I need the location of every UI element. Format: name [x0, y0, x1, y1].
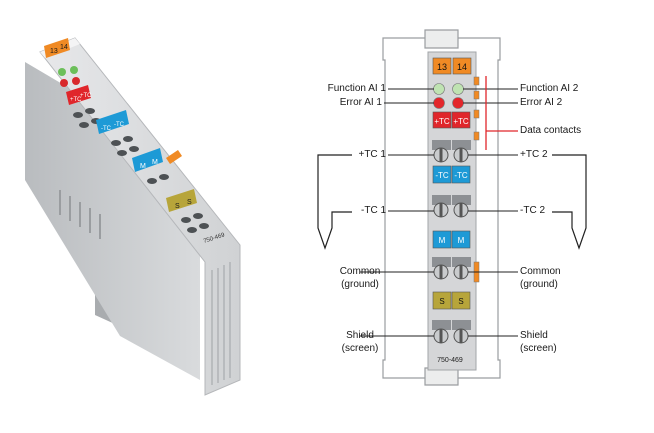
block-plus-tc-2-label: +TC: [453, 117, 469, 126]
label-common-right-2: (ground): [520, 279, 558, 290]
block-shield-1-label: S: [439, 297, 444, 306]
block-plus-tc-1-label: +TC: [434, 117, 450, 126]
product-photo: 13 14 +TC +TC -TC -TC M M S S: [25, 37, 241, 396]
svg-text:-TC: -TC: [101, 126, 112, 132]
svg-text:S: S: [175, 203, 180, 210]
block-common-2: [451, 230, 471, 249]
housing-side: [25, 62, 200, 380]
label-error-ai1: Error AI 1: [339, 97, 382, 108]
thermocouple-symbol-2: [552, 154, 587, 250]
label-plus-tc1: +TC 1: [358, 149, 386, 160]
svg-text:+TC: +TC: [70, 97, 82, 103]
terminal-14-tag: [452, 57, 472, 75]
clamp-row-2: [432, 195, 471, 218]
photo-tag-minus-tc: -TC -TC: [96, 110, 129, 134]
photo-led-function-1: [58, 68, 66, 76]
label-common-right-1: Common: [520, 266, 561, 277]
clamp-row-1: [432, 140, 471, 163]
block-common-1: [432, 230, 452, 249]
svg-text:-TC: -TC: [114, 122, 125, 128]
label-shield-right-2: (screen): [520, 343, 557, 354]
block-shield-1: [432, 291, 452, 310]
terminal-schematic: 13 14 +TC +TC -TC -TC M M S S: [317, 29, 587, 386]
label-common-left-1: Common: [339, 266, 381, 277]
label-data-contacts: Data contacts: [520, 125, 582, 136]
svg-text:M: M: [140, 163, 146, 170]
block-minus-tc-1: [432, 165, 452, 184]
label-minus-tc2: -TC 2: [520, 205, 545, 216]
photo-tag-common: M M: [132, 148, 163, 172]
schematic-model-label: 750-469: [437, 357, 463, 364]
photo-tag-shield: S S: [166, 189, 197, 212]
label-shield-left-2: (screen): [341, 343, 379, 354]
photo-tag-plus-tc: +TC +TC: [66, 85, 92, 105]
svg-text:S: S: [187, 199, 192, 206]
label-common-left-2: (ground): [341, 279, 379, 290]
block-minus-tc-1-label: -TC: [435, 171, 449, 180]
photo-led-function-2: [70, 66, 78, 74]
block-shield-2: [451, 291, 471, 310]
svg-text:M: M: [152, 159, 158, 166]
block-plus-tc-1: [432, 111, 452, 129]
photo-terminal-14: 14: [60, 44, 68, 51]
terminal-13-label: 13: [437, 62, 447, 72]
led-function-ai2: [452, 83, 464, 95]
label-function-ai2: Function AI 2: [520, 83, 579, 94]
thermocouple-symbol-1: [317, 154, 352, 250]
led-error-ai1: [433, 97, 445, 109]
label-function-ai1: Function AI 1: [327, 83, 386, 94]
label-minus-tc1: -TC 1: [361, 205, 386, 216]
led-error-ai2: [452, 97, 464, 109]
data-contacts-bracket: [485, 76, 518, 150]
photo-led-error-2: [72, 77, 80, 85]
label-plus-tc2: +TC 2: [520, 149, 548, 160]
photo-led-error-1: [60, 79, 68, 87]
block-minus-tc-2: [451, 165, 471, 184]
label-shield-right-1: Shield: [520, 330, 548, 341]
block-shield-2-label: S: [458, 297, 463, 306]
block-minus-tc-2-label: -TC: [454, 171, 468, 180]
clamp-row-4: [432, 320, 471, 344]
leader-lines: [360, 88, 518, 337]
svg-text:+TC: +TC: [80, 93, 92, 99]
led-function-ai1: [433, 83, 445, 95]
block-common-2-label: M: [458, 236, 465, 245]
terminal-14-label: 14: [457, 62, 467, 72]
marker-13-14: 13 14: [44, 38, 70, 58]
clamp-row-3: [432, 257, 471, 280]
terminal-13-tag: [432, 57, 452, 75]
module-outline: [382, 29, 501, 386]
block-plus-tc-2: [451, 111, 471, 129]
label-shield-left-1: Shield: [346, 330, 374, 341]
block-common-1-label: M: [439, 236, 446, 245]
photo-terminal-13: 13: [50, 48, 58, 55]
label-error-ai2: Error AI 2: [520, 97, 563, 108]
